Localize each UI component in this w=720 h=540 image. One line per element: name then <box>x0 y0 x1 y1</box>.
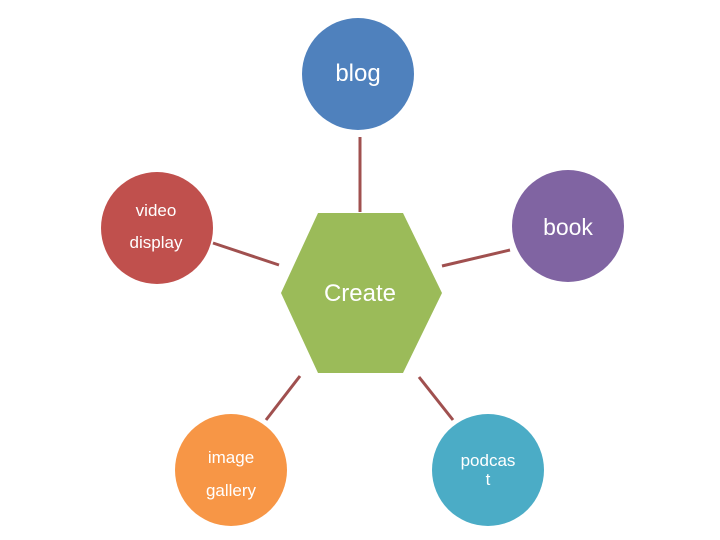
node-label-blog: blog <box>335 60 381 87</box>
node-label-podcast-line1: podcas <box>460 451 516 470</box>
connector-podcast <box>417 376 455 421</box>
connector-video <box>212 241 280 267</box>
node-circle-blog <box>302 18 414 130</box>
node-label-video-line2: display <box>129 233 183 252</box>
node-label-image-line1: image <box>207 448 255 467</box>
node-label-book: book <box>543 214 593 240</box>
node-label-podcast-line2: t <box>485 470 491 489</box>
node-circle-podcast <box>432 414 544 526</box>
node-label-image-line2: gallery <box>205 481 257 500</box>
node-circle-video <box>101 172 213 284</box>
connector-image <box>264 375 302 421</box>
node-label-video-line1: video <box>135 201 177 220</box>
center-label: Create <box>323 280 397 307</box>
center-hexagon <box>281 213 442 373</box>
connector-book <box>441 248 511 268</box>
node-circle-book <box>512 170 624 282</box>
node-circle-image <box>175 414 287 526</box>
